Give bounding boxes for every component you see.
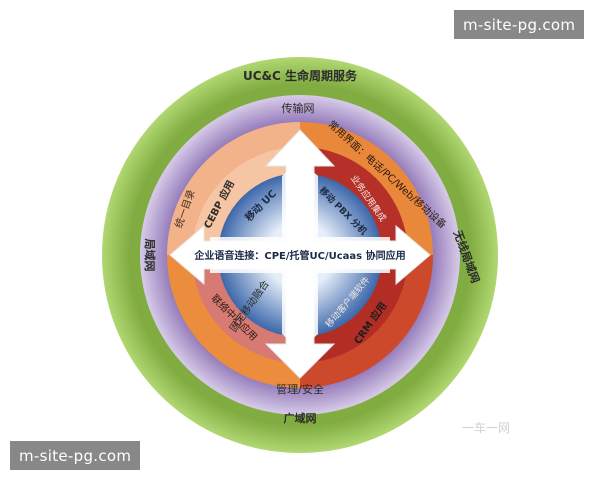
core-center-label: 企业语音连接：CPE/托管UC/Ucaas 协同应用 [193,249,405,262]
watermark-top: m-site-pg.com [454,10,585,39]
faint-watermark: 一车一网 [462,420,510,435]
transport-ring-bottom-label: 管理/安全 [276,382,324,396]
outer-ring-bottom-label: 广域网 [284,411,317,425]
outer-ring-title: UC&C 生命周期服务 [243,68,358,83]
transport-ring-top-label: 传输网 [282,101,315,115]
outer-ring-left-label: 局域网 [143,238,157,272]
watermark-bottom: m-site-pg.com [10,441,141,470]
